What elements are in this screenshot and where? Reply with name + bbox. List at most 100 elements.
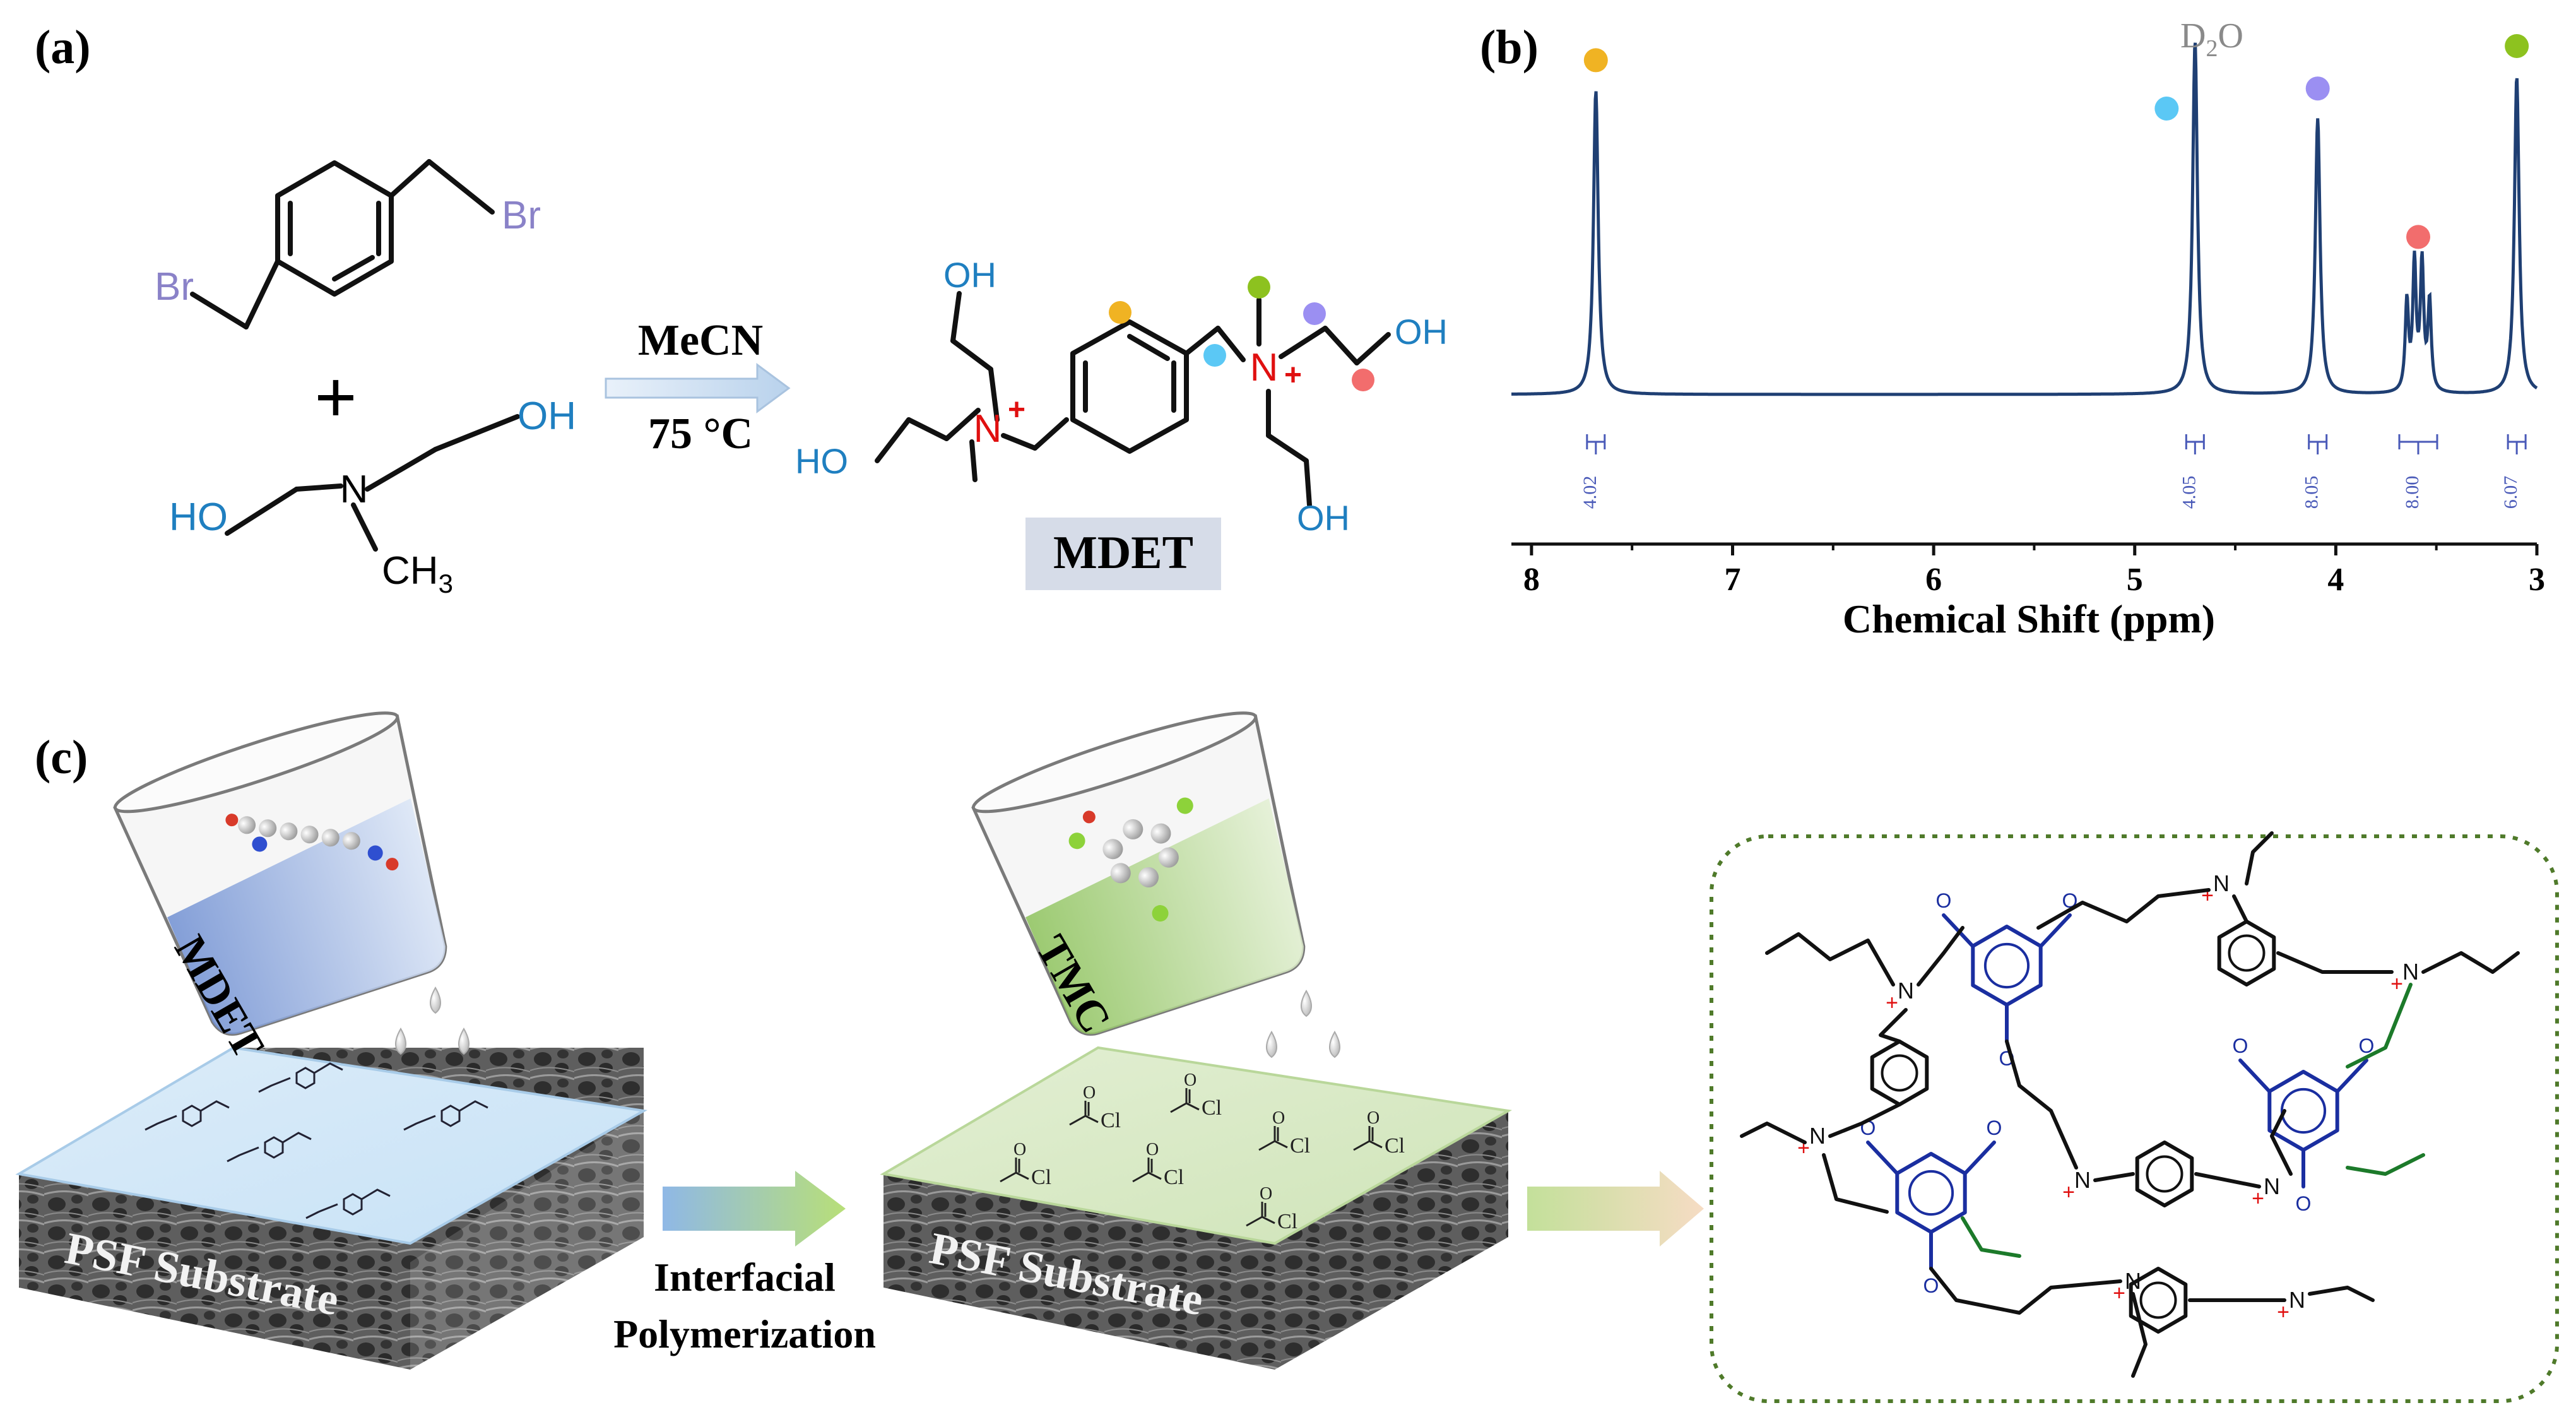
process-arrow-2 <box>1527 1171 1704 1247</box>
marker-aromatic <box>1109 301 1131 324</box>
acyl-o-label: O <box>1272 1108 1285 1128</box>
mdea-structure <box>225 414 520 552</box>
acyl-o-label: O <box>1146 1140 1159 1159</box>
xylylene-ring-2 <box>2135 1140 2194 1207</box>
network-charge-6: + <box>2113 1281 2125 1305</box>
network-bond <box>2336 1058 2368 1093</box>
nmr-spectrum-line <box>1511 42 2538 396</box>
network-n-7: N <box>2289 1287 2305 1313</box>
acyl-chloride-0: ClO <box>1069 1083 1121 1132</box>
adsorbed-mdet-molecules <box>145 1062 488 1219</box>
mdet-label-box <box>1025 518 1221 590</box>
psf-substrate-2 <box>880 1046 1512 1370</box>
core-o-c-1: O <box>2296 1192 2312 1215</box>
condition-temperature: 75 °C <box>648 410 753 458</box>
mdet-ball-model <box>225 814 399 871</box>
nmr-x-tick-label-0: 8 <box>1523 562 1540 598</box>
trimesoyl-core-1-ring <box>2280 1087 2327 1134</box>
condition-solvent: MeCN <box>638 316 763 365</box>
network-n-2: N <box>2402 959 2419 985</box>
beaker-mdet <box>113 711 447 1036</box>
nmr-integral-value-2: 8.05 <box>2301 476 2322 509</box>
network-bond <box>1828 1103 1901 1138</box>
nmr-peak-marker-1 <box>2154 97 2179 121</box>
nmr-x-tick-label-2: 6 <box>1925 562 1942 598</box>
xylylene-ring-1 <box>1870 1040 1929 1106</box>
panel-label-a: (a) <box>35 21 91 74</box>
process-arrow-1 <box>663 1171 846 1247</box>
network-bond <box>1879 1008 1908 1043</box>
nmr-solvent-label: D2O <box>2180 16 2243 62</box>
acyl-cl-label: Cl <box>1277 1210 1297 1233</box>
droplets-1 <box>395 986 470 1055</box>
network-n-5: N <box>2264 1173 2280 1199</box>
br-label-left: Br <box>155 265 194 309</box>
core-o-a-1: O <box>2233 1034 2248 1057</box>
plus-sign: + <box>314 355 357 439</box>
network-charge-5: + <box>2252 1187 2264 1211</box>
network-n-6: N <box>2125 1268 2141 1294</box>
psf-substrate-1 <box>15 1046 647 1370</box>
panel-label-c: (c) <box>35 731 88 784</box>
network-bond <box>2276 951 2394 974</box>
network-bond <box>2346 1153 2425 1176</box>
network-bond <box>2039 913 2072 948</box>
xylylene-ring-0-ring <box>2228 934 2266 972</box>
mdea-oh-label: OH <box>517 394 576 438</box>
trimesoyl-core-2 <box>1895 1152 1967 1234</box>
network-bond <box>2093 1172 2135 1182</box>
acyl-o-label: O <box>1013 1140 1026 1159</box>
droplets-2 <box>1266 989 1340 1058</box>
nmr-integral-2: 8.05 <box>2301 434 2328 509</box>
core-o-b-2: O <box>1987 1117 2002 1139</box>
xylylene-ring-3 <box>2129 1267 2188 1334</box>
nmr-integral-value-1: 4.05 <box>2178 476 2199 509</box>
network-bond <box>2005 1040 2078 1170</box>
network-n-3: N <box>1809 1123 1826 1149</box>
marker-benzylic <box>1203 344 1226 367</box>
trimesoyl-core-0 <box>1971 925 2043 1007</box>
trimesoyl-core-0-ring <box>1983 942 2030 989</box>
reaction-scheme <box>190 159 1391 552</box>
acyl-chloride-6: ClO <box>1246 1184 1297 1233</box>
network-bond <box>1822 1153 1889 1214</box>
network-bond <box>2346 983 2413 1069</box>
nmr-integral-value-4: 6.07 <box>2500 476 2521 509</box>
xylylene-ring-0 <box>2217 920 2276 986</box>
network-n-0: N <box>1898 978 1914 1004</box>
network-bond <box>1765 932 1895 986</box>
acyl-o-label: O <box>1367 1108 1380 1128</box>
mdet-label: MDET <box>1053 527 1193 579</box>
nmr-x-tick-label-4: 4 <box>2327 562 2344 598</box>
acyl-o-label: O <box>1083 1083 1096 1103</box>
acyl-cl-label: Cl <box>1101 1109 1121 1132</box>
nmr-x-tick-label-3: 5 <box>2127 562 2143 598</box>
tmc-ball-model <box>1068 797 1193 922</box>
marker-nch2 <box>1303 302 1326 325</box>
trimesoyl-core-1 <box>2267 1070 2339 1152</box>
acyl-chloride-2: ClO <box>1258 1108 1310 1158</box>
product-oh-bottom: OH <box>1297 498 1350 538</box>
product-oh-right: OH <box>1395 312 1448 352</box>
nmr-x-axis-label: Chemical Shift (ppm) <box>1843 596 2215 641</box>
network-charge-0: + <box>1886 991 1898 1015</box>
network-charge-1: + <box>2201 884 2214 908</box>
acyl-o-label: O <box>1184 1070 1196 1090</box>
acyl-cl-label: Cl <box>1385 1134 1405 1158</box>
reaction-arrow <box>605 363 791 413</box>
xylylene-ring-3-ring <box>2139 1281 2177 1319</box>
nmr-peak-marker-4 <box>2505 34 2529 58</box>
network-bond <box>2194 1172 2261 1188</box>
network-bond <box>2238 1058 2271 1093</box>
nmr-peak-markers <box>1583 34 2529 249</box>
product-n-left: N <box>974 407 1002 451</box>
mdea-ch3-label: CH3 <box>382 549 453 598</box>
nmr-peak-marker-3 <box>2406 225 2431 249</box>
mdea-n-label: N <box>340 468 369 511</box>
network-bond <box>1963 1140 1996 1175</box>
nmr-integral-4: 6.07 <box>2500 434 2527 509</box>
product-n-right: N <box>1250 346 1279 389</box>
